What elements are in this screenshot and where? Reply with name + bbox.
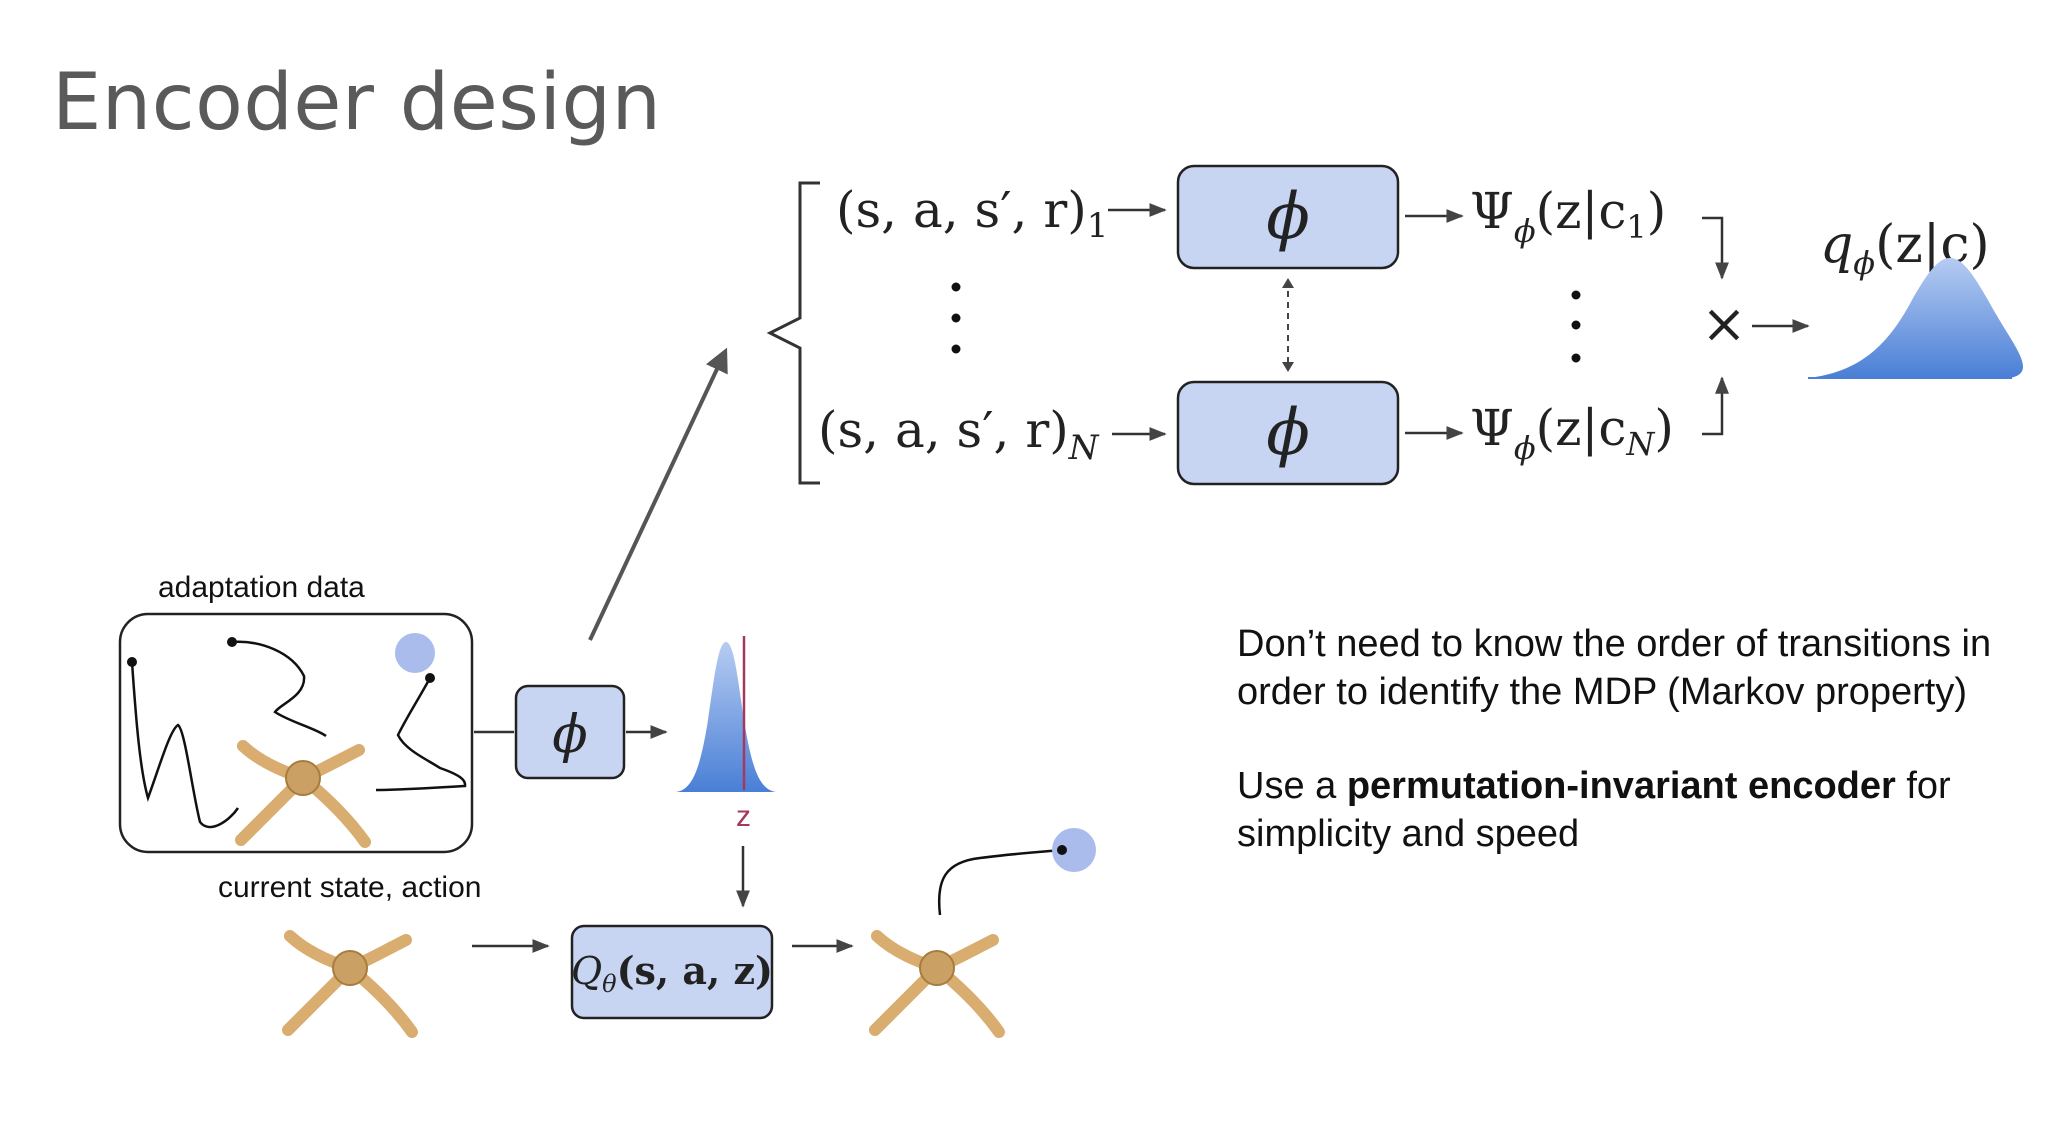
q-function-label: Qθ(s, a, z) [571, 948, 773, 998]
lower-phi-label: ϕ [552, 705, 587, 765]
note-order-independence: Don’t need to know the order of transiti… [1237, 623, 1992, 713]
goal-dot-icon [395, 633, 435, 673]
arrow-psin-to-product [1702, 376, 1729, 436]
vertical-ellipsis-right [1571, 290, 1581, 363]
slide-title: Encoder design [52, 58, 662, 148]
adaptation-data-label: adaptation data [158, 571, 365, 604]
posterior-label: qϕ(z|c) [1820, 215, 1990, 282]
note-permutation-invariant: Use a permutation-invariant encoder for … [1237, 765, 1951, 855]
transition-1-label: (s, a, s′, r)1 [836, 181, 1108, 246]
outcome-trajectory [937, 848, 1063, 916]
current-state-label: current state, action [218, 871, 481, 904]
posterior-gaussian [1808, 258, 2024, 378]
transition-n-label: (s, a, s′, r)N [818, 401, 1100, 468]
latent-gaussian [676, 642, 776, 792]
robot-outcome-icon [875, 936, 999, 1032]
phi-box-n [1176, 380, 1400, 486]
robot-current-icon [288, 936, 412, 1032]
arrow-psi1-to-product [1702, 216, 1729, 280]
phi-box-n-label: ϕ [1266, 396, 1310, 470]
phi-box-1 [1176, 164, 1400, 270]
trajectory-paths [130, 640, 467, 829]
notes-text: Don’t need to know the order of transiti… [1237, 620, 1997, 904]
psi-1-label: Ψϕ(z|c1) [1470, 182, 1666, 250]
outcome-goal-dot-icon [1052, 828, 1096, 872]
psi-n-label: Ψϕ(z|cN) [1470, 399, 1674, 467]
q-function-box [570, 924, 774, 1020]
phi-box-1-label: ϕ [1266, 180, 1310, 254]
set-brace [766, 181, 820, 485]
lower-phi-box [514, 684, 626, 780]
zoom-in-arrow [588, 347, 728, 641]
z-label: z [736, 800, 751, 833]
product-symbol: × [1701, 292, 1746, 355]
vertical-ellipsis-left [951, 282, 961, 354]
adaptation-data-panel [118, 612, 474, 854]
